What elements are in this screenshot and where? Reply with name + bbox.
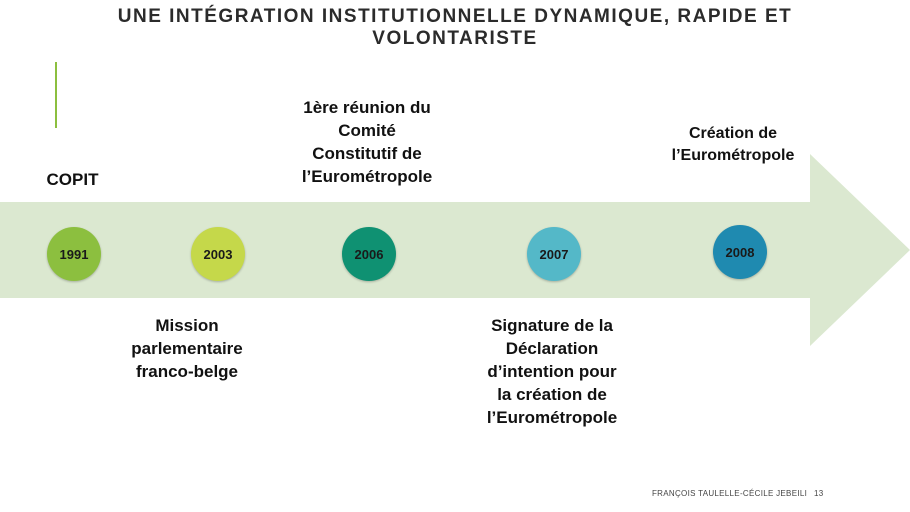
year-circle-2007: 2007	[527, 227, 581, 281]
year-label-2008: 2008	[725, 244, 755, 260]
footer-author: FRANÇOIS TAULELLE-CÉCILE JEBEILI	[652, 489, 808, 498]
year-circle-2006: 2006	[342, 227, 396, 281]
year-circle-2003: 2003	[191, 227, 245, 281]
year-label-2003: 2003	[203, 246, 233, 262]
slide-title: UNE INTÉGRATION INSTITUTIONNELLE DYNAMIQ…	[117, 6, 793, 49]
accent-bar	[55, 62, 57, 128]
timeline-arrow-shape	[0, 154, 910, 346]
event-2006-text: 1ère réunion du Comité Constitutif de l’…	[301, 98, 433, 186]
year-label-2007: 2007	[539, 246, 569, 262]
year-circle-2008: 2008	[713, 225, 767, 279]
event-2007-text: Signature de la Déclaration d’intention …	[486, 316, 618, 427]
page-number: 13	[814, 489, 824, 498]
event-1991-text: COPIT	[46, 170, 99, 189]
event-2003-text: Mission parlementaire franco-belge	[131, 316, 243, 381]
year-circle-1991: 1991	[47, 227, 101, 281]
timeline-arrow	[0, 154, 910, 346]
event-2008-text: Création de l’Eurométropole	[671, 125, 795, 164]
year-label-2006: 2006	[354, 246, 384, 262]
year-label-1991: 1991	[59, 246, 89, 262]
